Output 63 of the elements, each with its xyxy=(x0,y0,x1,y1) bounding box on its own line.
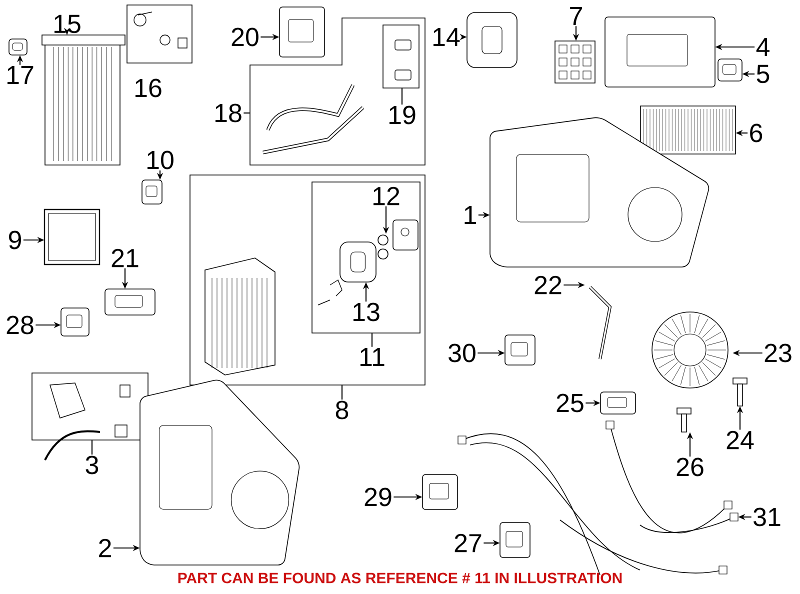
part-drawing xyxy=(140,380,300,566)
callout-number: 24 xyxy=(726,430,754,450)
group-box xyxy=(382,24,420,88)
part-drawing xyxy=(504,334,536,366)
part-drawing xyxy=(104,288,156,316)
leader-line xyxy=(244,112,250,114)
part-drawing xyxy=(732,378,748,406)
leader-line xyxy=(91,440,93,455)
part-drawing xyxy=(422,474,458,510)
callout-number: 3 xyxy=(86,456,98,474)
part-drawing xyxy=(378,234,388,260)
part-drawing xyxy=(652,312,728,388)
group-box xyxy=(190,174,426,386)
callout-number: 2 xyxy=(99,538,111,558)
part-drawing xyxy=(490,117,710,268)
part-drawing xyxy=(262,84,364,154)
callout-number: 4 xyxy=(756,38,770,56)
group-box xyxy=(312,182,420,334)
callout-number: 31 xyxy=(754,508,780,526)
callout-number: 30 xyxy=(448,344,476,362)
callout-number: 5 xyxy=(756,64,770,84)
callout-number: 9 xyxy=(9,230,21,250)
callout-number: 7 xyxy=(570,7,582,25)
part-drawing xyxy=(604,16,716,88)
part-drawing xyxy=(554,40,596,84)
callout-number: 19 xyxy=(390,106,416,124)
callout-number: 14 xyxy=(434,28,460,46)
callout-number: 6 xyxy=(750,124,762,142)
callout-number: 29 xyxy=(364,488,392,506)
callout-number: 27 xyxy=(454,534,482,552)
leader-line xyxy=(371,333,373,347)
callout-number: 28 xyxy=(6,316,34,334)
notice-text: PART CAN BE FOUND AS REFERENCE # 11 IN ILLUSTRATION xyxy=(178,572,622,584)
callout-number: 22 xyxy=(534,276,562,294)
part-drawing xyxy=(142,180,162,204)
part-drawing xyxy=(340,242,376,282)
callout-number: 11 xyxy=(360,348,384,366)
callout-number: 12 xyxy=(374,186,400,206)
part-drawing xyxy=(640,106,736,154)
callout-number: 18 xyxy=(216,104,242,122)
part-drawing xyxy=(588,286,612,360)
callout-number: 15 xyxy=(54,14,80,34)
callout-number: 16 xyxy=(136,78,162,98)
callout-number: 10 xyxy=(148,150,174,170)
part-drawing xyxy=(60,308,90,336)
callout-number: 21 xyxy=(112,248,138,268)
callout-number: 25 xyxy=(556,394,584,412)
leader-line xyxy=(401,88,403,105)
part-drawing xyxy=(42,34,126,166)
part-drawing xyxy=(44,208,100,266)
part-drawing xyxy=(466,12,518,68)
callout-number: 20 xyxy=(232,28,258,46)
part-drawing xyxy=(718,58,742,82)
callout-number: 8 xyxy=(336,400,348,420)
leader-line xyxy=(341,385,343,400)
callout-number: 1 xyxy=(464,206,476,224)
part-drawing xyxy=(8,38,28,56)
callout-number: 23 xyxy=(764,344,792,362)
callout-number: 17 xyxy=(8,66,34,84)
part-drawing xyxy=(676,408,692,432)
part-drawing xyxy=(279,6,325,58)
callout-number: 13 xyxy=(354,302,380,322)
part-drawing xyxy=(600,392,636,414)
